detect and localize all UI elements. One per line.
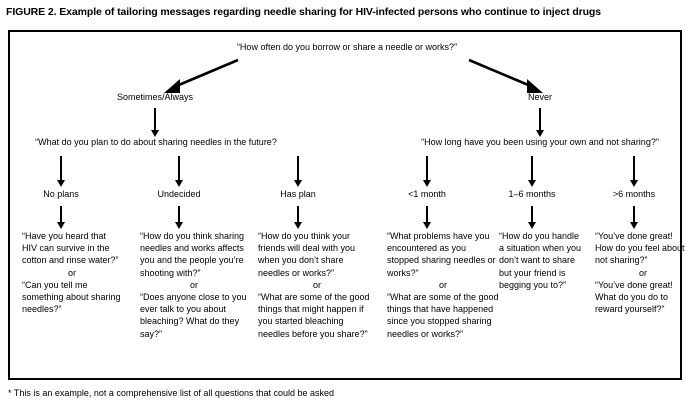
message-primary: “How do you handle a situation when you … <box>499 231 582 290</box>
message-connector: or <box>312 279 321 290</box>
message-no-plans: “Have you heard that HIV can survive in … <box>22 230 122 315</box>
branch-question-sometimes-always: “What do you plan to do about sharing ne… <box>35 137 277 147</box>
option-label-less-1-month: <1 month <box>408 189 446 199</box>
message-secondary: “Does anyone close to you ever talk to y… <box>140 292 247 339</box>
page-title: FIGURE 2. Example of tailoring messages … <box>6 6 601 18</box>
message-1-6-months: “How do you handle a situation when you … <box>499 230 583 291</box>
root-question: “How often do you borrow or share a need… <box>236 42 458 52</box>
branch-question-never: “How long have you been using your own a… <box>421 137 659 147</box>
message-secondary: “Can you tell me something about sharing… <box>22 279 121 315</box>
option-label-no-plans: No plans <box>43 189 79 199</box>
branch-label-never: Never <box>527 92 552 102</box>
message-secondary: “What are some of the good things that m… <box>258 292 370 339</box>
branch-label-sometimes-always: Sometimes/Always <box>116 92 194 102</box>
message-secondary: “What are some of the good things that h… <box>387 292 499 339</box>
message-primary: “You’ve done great! How do you feel abou… <box>595 231 685 266</box>
option-label-1-6-months: 1–6 months <box>508 189 556 199</box>
message-primary: “What problems have you encountered as y… <box>387 231 496 278</box>
message-connector: or <box>638 267 647 278</box>
message-primary: “How do you think sharing needles and wo… <box>140 231 245 278</box>
option-label-undecided: Undecided <box>157 189 201 199</box>
footnote: * This is an example, not a comprehensiv… <box>8 388 335 398</box>
arrow-root-to-never <box>465 57 547 99</box>
message-connector: or <box>67 267 76 278</box>
message-primary: “How do you think your friends will deal… <box>258 231 356 278</box>
message-secondary: “You’ve done great! What do you do to re… <box>595 279 673 315</box>
message-less-1-month: “What problems have you encountered as y… <box>387 230 499 340</box>
option-label-greater-6-months: >6 months <box>612 189 656 199</box>
message-has-plan: “How do you think your friends will deal… <box>258 230 376 340</box>
option-label-has-plan: Has plan <box>280 189 316 199</box>
message-connector: or <box>438 279 447 290</box>
flowchart-frame: “How often do you borrow or share a need… <box>8 30 685 380</box>
message-primary: “Have you heard that HIV can survive in … <box>22 231 119 266</box>
message-greater-6-months: “You’ve done great! How do you feel abou… <box>595 230 691 315</box>
message-connector: or <box>189 279 198 290</box>
message-undecided: “How do you think sharing needles and wo… <box>140 230 248 340</box>
arrow-root-to-sometimes-always <box>160 57 242 99</box>
